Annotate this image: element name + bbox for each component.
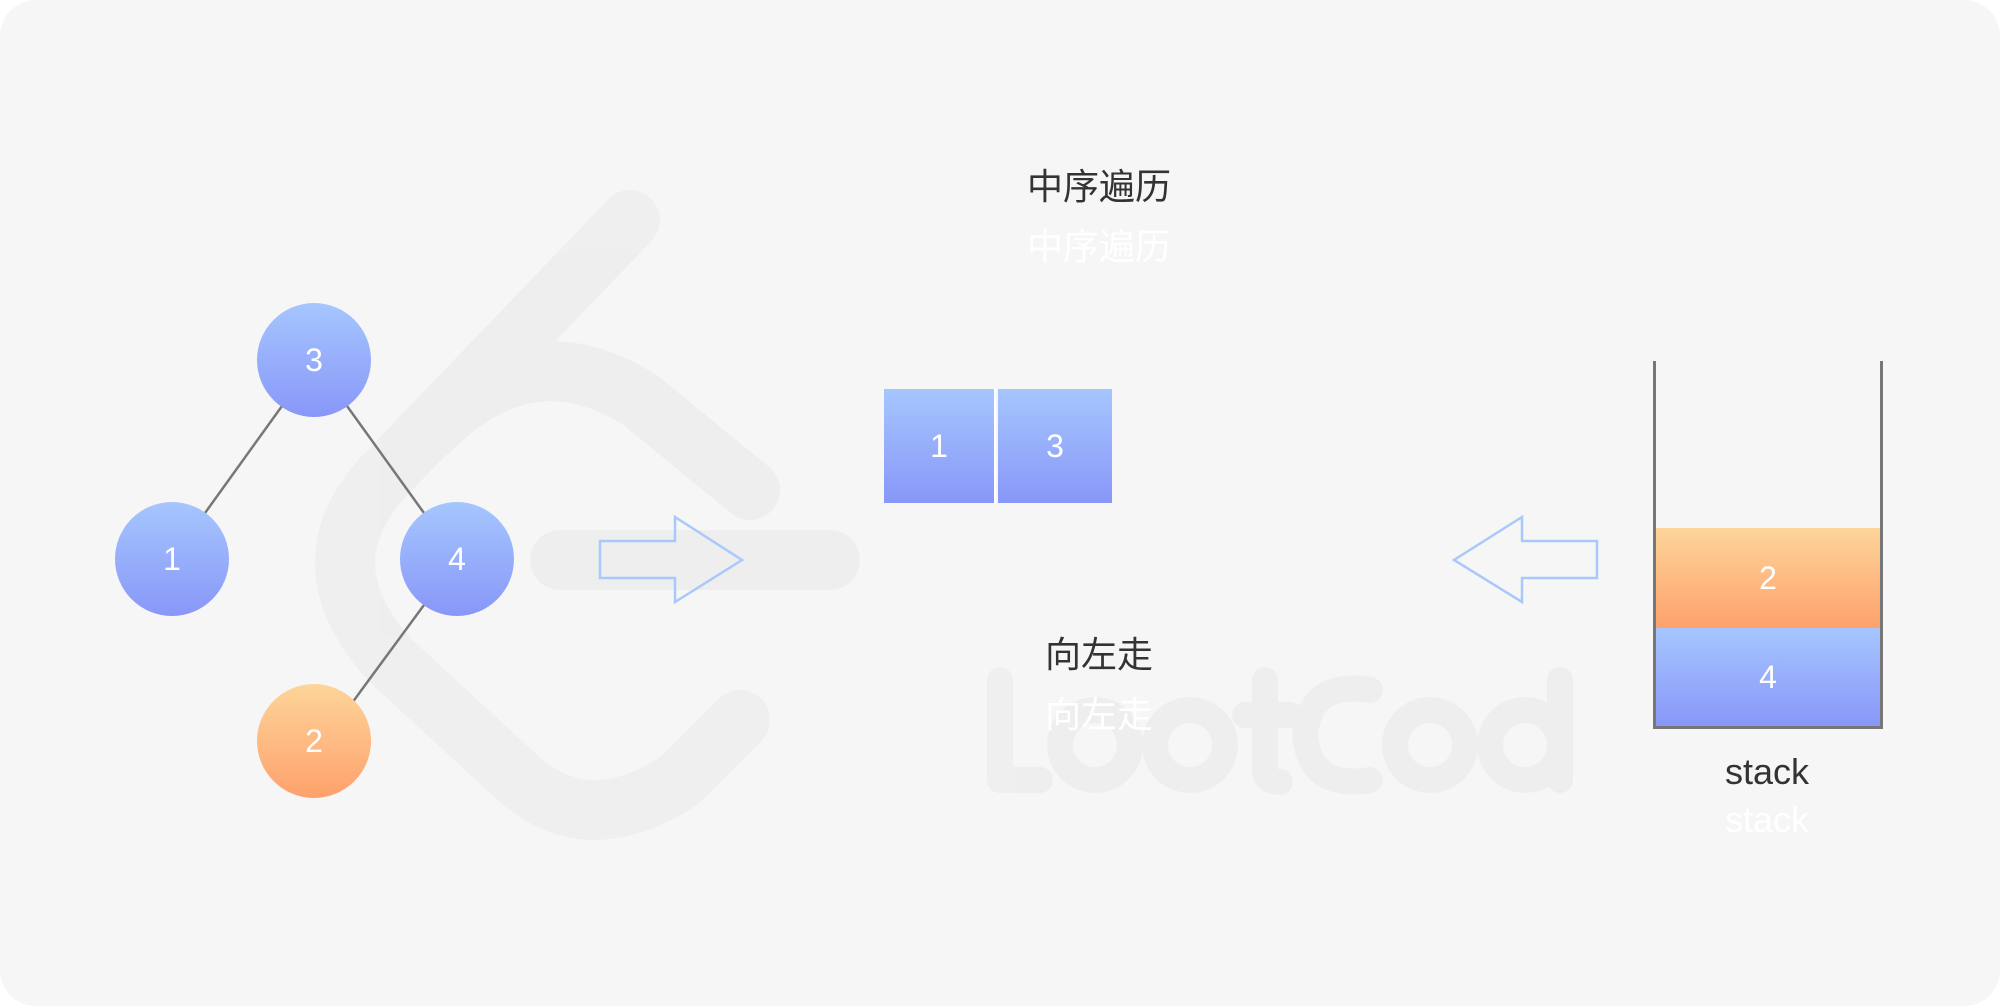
tree-node-current: 2 — [257, 684, 371, 798]
stack-label-ghost: stack — [1724, 799, 1810, 840]
output-cell: 1 — [884, 389, 996, 503]
node-value: 3 — [305, 341, 323, 378]
edge-3-1 — [203, 405, 284, 514]
leetcode-watermark — [315, 190, 860, 840]
tree-node: 4 — [400, 502, 514, 616]
node-value: 2 — [305, 722, 323, 759]
stack-label: stack — [1724, 751, 1810, 792]
stack-item: 2 — [1656, 528, 1880, 628]
tree-node: 1 — [115, 502, 229, 616]
tree-node: 3 — [257, 303, 371, 417]
tree-edges — [203, 405, 426, 704]
output-cell: 3 — [998, 389, 1112, 503]
stack-left-wall — [1653, 361, 1656, 729]
action-label: 向左走 — [1044, 635, 1153, 676]
node-value: 4 — [448, 540, 466, 577]
stack-item: 4 — [1656, 628, 1880, 726]
stack-item-value: 4 — [1759, 658, 1777, 695]
right-arrow-icon — [598, 514, 745, 605]
output-title-ghost: 中序遍历 — [1026, 227, 1171, 268]
action-label-ghost: 向左走 — [1044, 695, 1153, 736]
output-title: 中序遍历 — [1026, 167, 1171, 208]
edge-3-4 — [345, 405, 426, 514]
edge-4-2 — [350, 604, 426, 704]
stack-right-wall — [1880, 361, 1883, 729]
stack-item-value: 2 — [1759, 559, 1777, 596]
left-arrow-icon — [1451, 514, 1599, 605]
node-value: 1 — [163, 540, 181, 577]
stack-bottom — [1653, 726, 1883, 729]
cell-value: 3 — [1046, 427, 1064, 464]
leetcode-watermark-letters — [987, 667, 1573, 795]
cell-value: 1 — [930, 427, 948, 464]
